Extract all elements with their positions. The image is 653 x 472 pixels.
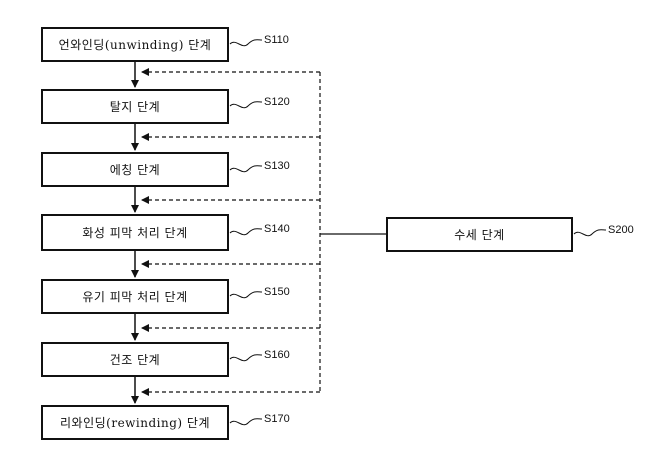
label-s150: S150 (264, 286, 290, 298)
label-s120: S120 (264, 96, 290, 108)
step-unwinding: 언와인딩(unwinding) 단계 (41, 27, 229, 62)
step-conversion-coating: 화성 피막 처리 단계 (41, 214, 229, 251)
step-rinsing: 수세 단계 (386, 217, 573, 252)
step-rewinding: 리와인딩(rewinding) 단계 (41, 405, 229, 440)
step-degreasing: 탈지 단계 (41, 89, 229, 124)
rinse-return-lines (141, 68, 321, 396)
step-drying: 건조 단계 (41, 342, 229, 377)
label-s140: S140 (264, 223, 290, 235)
label-leaders (229, 39, 607, 426)
label-s130: S130 (264, 160, 290, 172)
label-s110: S110 (264, 34, 289, 46)
label-s200: S200 (608, 224, 634, 236)
label-s160: S160 (264, 349, 290, 361)
label-s170: S170 (264, 413, 290, 425)
step-organic-coating: 유기 피막 처리 단계 (41, 279, 229, 314)
step-etching: 에칭 단계 (41, 152, 229, 187)
